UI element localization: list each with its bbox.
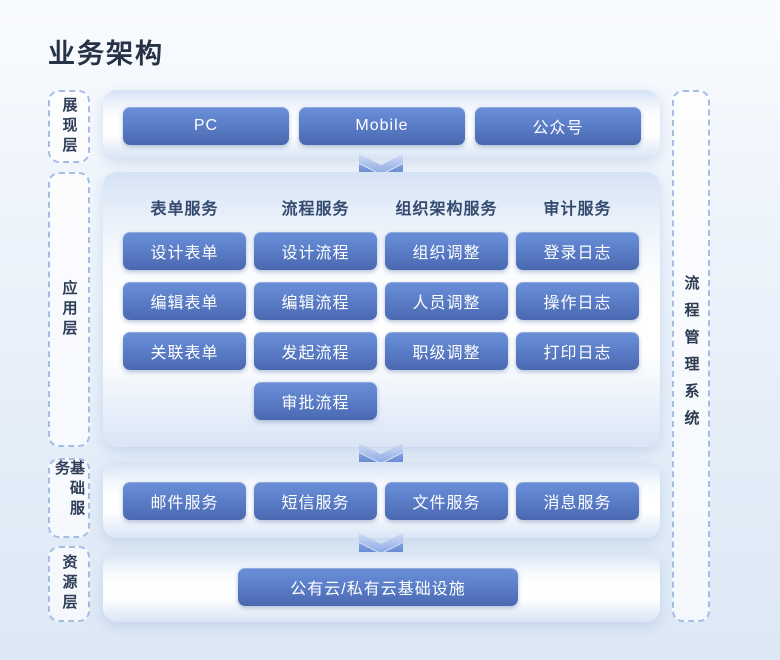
basic-services-panel: 邮件服务 短信服务 文件服务 消息服务 [103,462,660,538]
node-login-log: 登录日志 [516,232,639,270]
node-design-process: 设计流程 [254,232,377,270]
node-start-process: 发起流程 [254,332,377,370]
node-mobile: Mobile [299,107,465,145]
layer-label-resource-text: 资源层 [60,554,78,614]
node-pc: PC [123,107,289,145]
group-header-org-structure-service: 组织架构服务 [395,201,498,218]
process-management-system-box: 流程管理系统 [672,90,710,622]
resource-layer-panel: 公有云/私有云基础设施 [103,552,660,622]
layer-label-basic-services-text: 基础服务 [53,460,85,520]
group-header-process-service: 流程服务 [281,201,350,218]
node-sms-service: 短信服务 [254,482,377,520]
layer-label-presentation-text: 展现层 [60,96,78,157]
node-print-log: 打印日志 [516,332,639,370]
node-public-account: 公众号 [475,107,641,145]
node-edit-process: 编辑流程 [254,282,377,320]
node-edit-form: 编辑表单 [123,282,246,320]
group-header-audit-service: 审计服务 [543,201,612,218]
node-link-form: 关联表单 [123,332,246,370]
node-design-form: 设计表单 [123,232,246,270]
layer-label-application: 应用层 [48,172,90,447]
node-message-service: 消息服务 [516,482,639,520]
node-file-service: 文件服务 [385,482,508,520]
layer-label-basic-services: 基础服务 [48,458,90,538]
layer-label-resource: 资源层 [48,546,90,622]
application-layer-panel: 表单服务 流程服务 组织架构服务 审计服务 设计表单 编辑表单 关联表单 设计流… [103,172,660,447]
layer-label-application-text: 应用层 [60,279,78,340]
group-header-form-service: 表单服务 [150,201,219,218]
presentation-layer-panel: PC Mobile 公众号 [103,90,660,158]
node-org-adjust: 组织调整 [385,232,508,270]
node-rank-adjust: 职级调整 [385,332,508,370]
node-approve-process: 审批流程 [254,382,377,420]
node-mail-service: 邮件服务 [123,482,246,520]
page-title: 业务架构 [48,39,164,69]
node-operation-log: 操作日志 [516,282,639,320]
layer-label-presentation: 展现层 [48,90,90,163]
process-management-system-label: 流程管理系统 [682,275,700,437]
node-cloud-infrastructure: 公有云/私有云基础设施 [238,568,518,606]
node-personnel-adjust: 人员调整 [385,282,508,320]
